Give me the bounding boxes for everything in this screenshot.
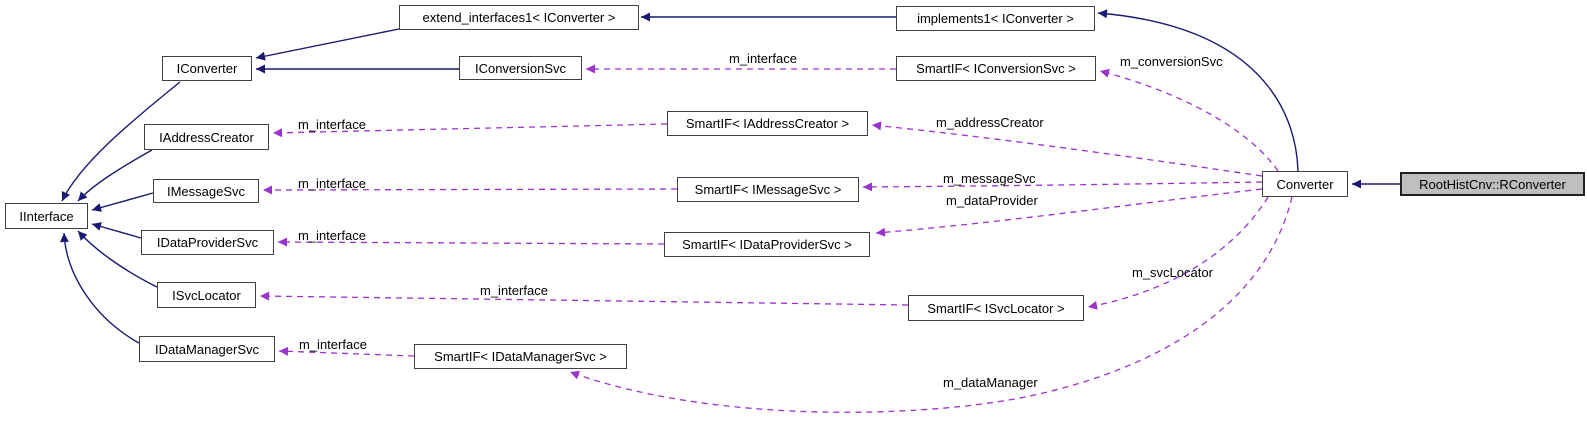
edge-usage-converter-messagesvc [862, 181, 1263, 192]
edge-usage-smartif-idatamanagersvc [278, 346, 415, 357]
node-isvclocator[interactable]: ISvcLocator [157, 282, 256, 308]
edge-inherit-converter-implements1 [1097, 9, 1299, 172]
edge-label-m-messagesvc: m_messageSvc [943, 171, 1036, 186]
node-smartif-iaddresscreator[interactable]: SmartIF< IAddressCreator > [667, 111, 868, 136]
node-smartif-isvclocator[interactable]: SmartIF< ISvcLocator > [908, 295, 1084, 321]
node-smartif-idataprovidersvc[interactable]: SmartIF< IDataProviderSvc > [664, 232, 870, 257]
edge-inherit-isvclocator-iinterface [77, 230, 158, 288]
edge-inherit-idatamanagersvc-iinterface [59, 232, 140, 344]
edge-label-m-interface-addresscreator: m_interface [298, 117, 366, 132]
node-iconversionsvc[interactable]: IConversionSvc [459, 56, 582, 80]
node-smartif-iconversionsvc[interactable]: SmartIF< IConversionSvc > [896, 56, 1096, 81]
edge-inherit-iconverter-iinterface [61, 81, 181, 202]
edge-inherit-imessagesvc-iinterface [91, 192, 154, 212]
edge-label-m-conversionsvc: m_conversionSvc [1120, 54, 1223, 69]
edge-usage-converter-conversionsvc [1099, 68, 1279, 172]
node-imessagesvc[interactable]: IMessageSvc [153, 179, 259, 203]
edge-label-m-svclocator: m_svcLocator [1132, 265, 1213, 280]
node-smartif-imessagesvc[interactable]: SmartIF< IMessageSvc > [677, 177, 859, 202]
edge-label-m-interface-datamanagersvc: m_interface [299, 337, 367, 352]
edge-inherit-iaddresscreator-iinterface [77, 149, 153, 202]
node-idataprovidersvc[interactable]: IDataProviderSvc [141, 230, 274, 255]
node-roothistcnv-rconverter: RootHistCnv::RConverter [1400, 172, 1585, 196]
edge-label-m-interface-dataprovidersvc: m_interface [298, 228, 366, 243]
node-iinterface[interactable]: IInterface [5, 203, 88, 229]
edge-label-m-addresscreator: m_addressCreator [936, 115, 1044, 130]
node-iconverter[interactable]: IConverter [162, 56, 252, 81]
edge-inherit-idataprovidersvc-iinterface [91, 222, 142, 239]
edge-label-m-datamanager: m_dataManager [943, 375, 1038, 390]
node-idatamanagersvc[interactable]: IDataManagerSvc [139, 336, 275, 362]
edge-inherit-extend-iconverter [255, 28, 400, 61]
node-converter[interactable]: Converter [1262, 171, 1348, 197]
edge-label-m-interface-conversionsvc: m_interface [729, 51, 797, 66]
edge-usage-smartif-imessagesvc [262, 185, 678, 195]
edge-label-m-dataprovider: m_dataProvider [946, 193, 1038, 208]
node-extend-interfaces1[interactable]: extend_interfaces1< IConverter > [399, 5, 639, 30]
edge-usage-converter-dataprovider [875, 188, 1263, 237]
node-implements1[interactable]: implements1< IConverter > [896, 6, 1095, 31]
edge-label-m-interface-svclocator: m_interface [480, 283, 548, 298]
edge-usage-converter-addresscreator [871, 121, 1263, 177]
edge-usage-smartif-idataprovidersvc [277, 237, 665, 247]
node-iaddresscreator[interactable]: IAddressCreator [144, 124, 269, 150]
edge-usage-smartif-isvclocator [259, 291, 909, 306]
edge-label-m-interface-messagesvc: m_interface [298, 176, 366, 191]
edge-usage-converter-svclocator [1087, 196, 1269, 310]
node-smartif-idatamanagersvc[interactable]: SmartIF< IDataManagerSvc > [414, 344, 627, 369]
